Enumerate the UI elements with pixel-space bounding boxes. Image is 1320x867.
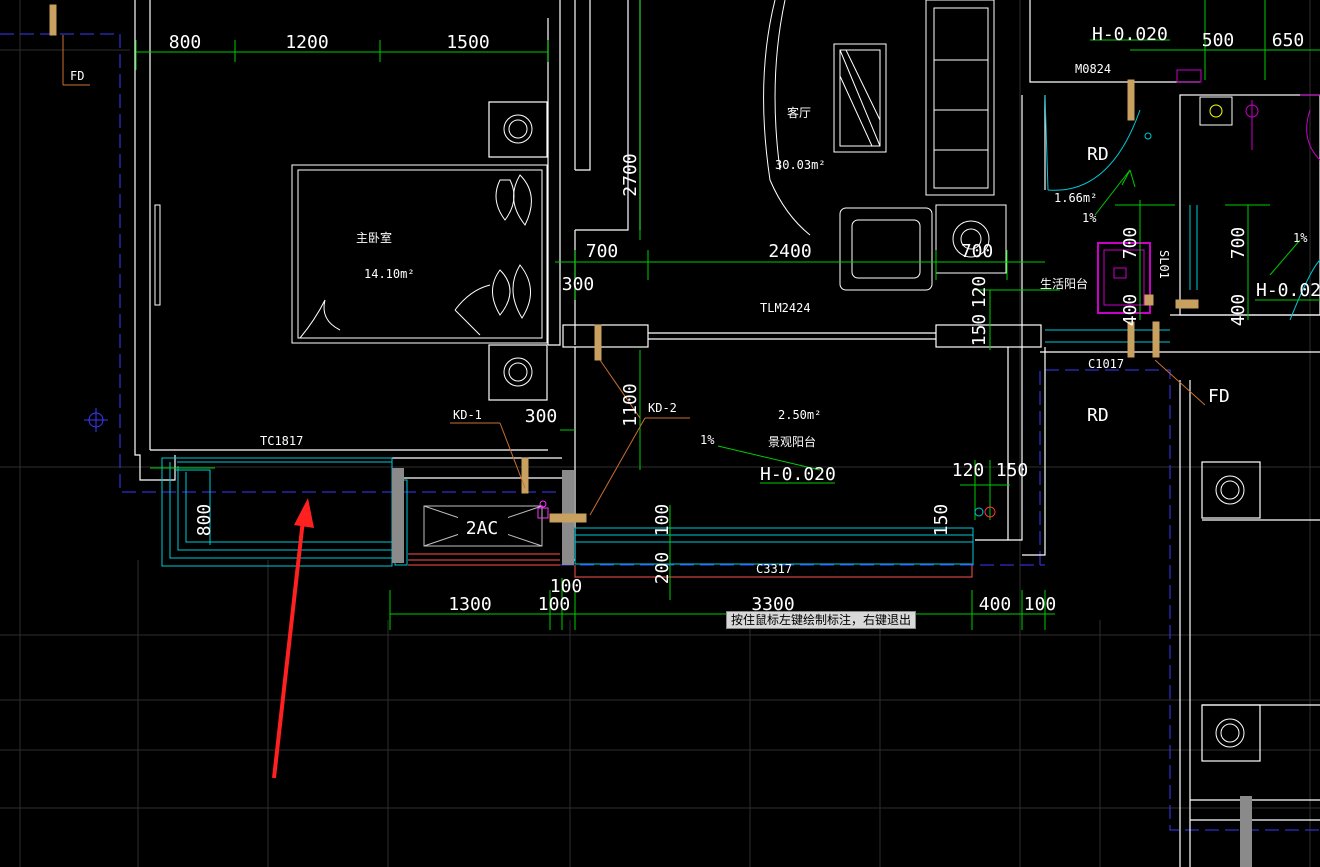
master-bed	[154, 164, 548, 344]
dim-650: 650	[1272, 30, 1305, 51]
axis-lines	[0, 33, 1320, 831]
window-code-tc1817: TC1817	[260, 434, 303, 448]
axis-marker-icon	[84, 408, 108, 432]
window-code-c3317: C3317	[756, 562, 792, 576]
living-balcony-label: 生活阳台	[1040, 276, 1088, 291]
slope-arrows	[717, 39, 1320, 484]
rd-label-mid: RD	[1087, 405, 1109, 426]
dim-400-far: 400	[1228, 294, 1249, 327]
level-label-top: H-0.020	[1092, 24, 1168, 45]
living-room-label: 客厅	[787, 105, 811, 120]
dim-3300: 3300	[751, 594, 794, 615]
master-bedroom-label: 主卧室	[356, 230, 392, 245]
ac-unit: 2AC	[423, 505, 543, 547]
ac-label: 2AC	[466, 518, 499, 539]
dim-400-wc: 400	[1120, 294, 1141, 327]
drawing-labels: FD H-0.020 M0824 RD 1.66m² 1% 1% H-0.02 …	[70, 24, 1320, 576]
leader-lines	[62, 35, 1206, 516]
dim-1300: 1300	[448, 594, 491, 615]
wall-pillars	[392, 468, 1252, 867]
bathroom-fixtures	[1044, 69, 1320, 321]
dim-700-left: 700	[586, 241, 619, 262]
dim-700-right: 700	[961, 241, 994, 262]
dim-700-far: 700	[1228, 227, 1249, 260]
dim-1200: 1200	[285, 32, 328, 53]
dim-1100: 1100	[620, 383, 641, 426]
window-code-c1017: C1017	[1088, 357, 1124, 371]
column-symbols	[503, 114, 1245, 748]
dim-100-vert: 100	[652, 504, 673, 537]
balcony-slope: 1%	[700, 433, 715, 447]
dim-800-vert: 800	[194, 504, 215, 537]
dim-100-a: 100	[538, 594, 571, 615]
floor-drain-icon	[537, 500, 996, 519]
dim-150: 150	[969, 314, 990, 347]
wc-slope: 1%	[1082, 211, 1097, 225]
living-room-furniture	[763, 0, 1007, 291]
level-label-balcony: H-0.020	[760, 464, 836, 485]
right-slope: 1%	[1293, 231, 1308, 245]
dim-150-vert: 150	[931, 504, 952, 537]
pipe-lines	[408, 553, 973, 578]
fd-label-top: FD	[70, 69, 84, 83]
dim-100-top: 100	[550, 576, 583, 597]
kd2-label: KD-2	[648, 401, 677, 415]
scenic-balcony-label: 景观阳台	[768, 434, 816, 449]
level-label-right: H-0.02	[1256, 280, 1320, 301]
dim-500: 500	[1202, 30, 1235, 51]
dim-100-b: 100	[1024, 594, 1057, 615]
door-frames	[49, 4, 1199, 523]
dim-120-right: 120	[952, 460, 985, 481]
sl-label: SL01	[1157, 250, 1171, 279]
living-room-area: 30.03m²	[775, 158, 826, 172]
dimension-lines	[135, 0, 1320, 630]
dim-2400: 2400	[768, 241, 811, 262]
rd-label-top: RD	[1087, 144, 1109, 165]
fd-label-mid: FD	[1208, 386, 1230, 407]
dim-1500: 1500	[446, 32, 489, 53]
balcony-area: 2.50m²	[778, 408, 821, 422]
door-code-tlm2424: TLM2424	[760, 301, 811, 315]
wc-area: 1.66m²	[1054, 191, 1097, 205]
windows	[161, 205, 1198, 567]
master-bedroom-area: 14.10m²	[364, 267, 415, 281]
command-prompt-tooltip: 按住鼠标左键绘制标注，右键退出	[726, 611, 917, 629]
dim-2700: 2700	[620, 153, 641, 196]
dim-150-right: 150	[996, 460, 1029, 481]
dim-400: 400	[979, 594, 1012, 615]
dim-700-wc: 700	[1120, 227, 1141, 260]
dim-200-vert: 200	[652, 552, 673, 585]
annotation-arrow	[272, 498, 314, 779]
dim-300-small: 300	[525, 406, 558, 427]
walls	[134, 0, 1320, 867]
dim-120: 120	[969, 276, 990, 309]
door-code-m0824: M0824	[1075, 62, 1111, 76]
kd1-label: KD-1	[453, 408, 482, 422]
dimension-texts: 800 1200 1500 2700 700 2400 700 300 120 …	[169, 30, 1305, 615]
dim-800: 800	[169, 32, 202, 53]
dim-300: 300	[562, 274, 595, 295]
